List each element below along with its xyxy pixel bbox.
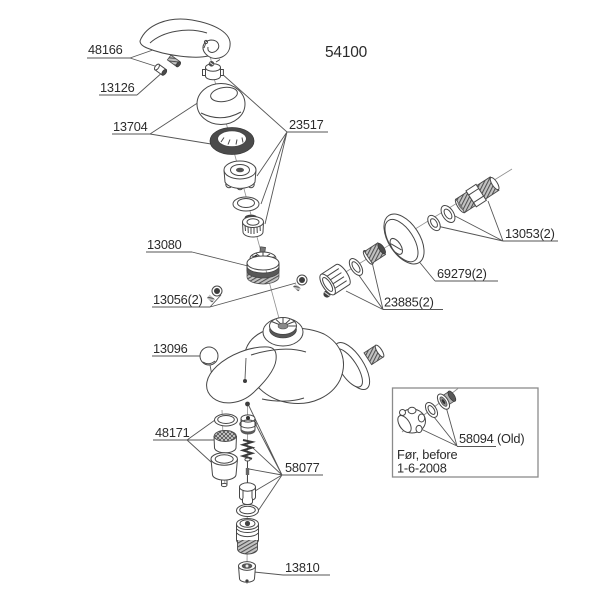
centerlines	[207, 45, 513, 585]
part-label-48166: 48166	[88, 42, 123, 57]
knurled-cap-drawing	[242, 214, 264, 238]
inset-part-label: 58094 (Old)	[459, 431, 524, 446]
connection-nut-drawing	[319, 263, 351, 296]
adjusting-nut-drawing	[223, 160, 257, 191]
part-label-13053: 13053(2)	[505, 226, 555, 241]
part-label-13126: 13126	[100, 80, 135, 95]
leader-lines	[87, 43, 558, 576]
part-label-13810: 13810	[285, 560, 320, 575]
union-washer-2-drawing	[440, 204, 456, 224]
aerator-assembly-drawing	[210, 413, 238, 488]
part-label-13704: 13704	[113, 119, 148, 134]
diverter-assembly-drawing	[236, 401, 259, 555]
old-washer-drawing	[424, 402, 439, 418]
connection-oring-drawing	[348, 258, 364, 276]
inset-note-line1: Før, before	[397, 447, 457, 462]
model-number-title: 54100	[325, 44, 368, 61]
inset-box: 58094 (Old) Før, before 1-6-2008	[391, 387, 539, 478]
fixing-screw-2-drawing	[292, 274, 308, 292]
old-nut-drawing	[397, 406, 426, 434]
part-label-23885: 23885(2)	[384, 295, 434, 310]
union-washer-1-drawing	[427, 214, 441, 232]
fixing-screw-1-drawing	[206, 285, 223, 303]
part-label-58077: 58077	[285, 460, 320, 475]
part-label-69279: 69279(2)	[437, 266, 487, 281]
part-labels: 54100 48166 13126 13704 23517 13080 1305…	[88, 42, 555, 575]
lever-handle-drawing	[139, 18, 231, 59]
bottom-plug-drawing	[238, 561, 256, 583]
part-label-48171: 48171	[155, 425, 190, 440]
cartridge-drawing	[246, 246, 280, 285]
part-label-23517: 23517	[289, 117, 324, 132]
part-label-13096: 13096	[153, 341, 188, 356]
s-union-drawing	[454, 176, 500, 214]
old-fitting-drawing	[436, 390, 457, 410]
tailpiece-drawing	[362, 242, 387, 265]
part-label-13056: 13056(2)	[153, 292, 203, 307]
retaining-ring-drawing	[209, 127, 255, 155]
inset-note-line2: 1-6-2008	[397, 461, 447, 476]
handle-screw-and-plug-drawing	[153, 54, 182, 76]
escutcheon-drawing	[383, 213, 425, 265]
dome-cap-drawing	[196, 83, 246, 125]
part-label-13080: 13080	[147, 237, 182, 252]
wall-connection-assembly-drawing	[319, 176, 500, 296]
ball-plug-drawing	[199, 346, 221, 377]
handle-clamp-drawing	[202, 59, 224, 81]
spacer-ring-drawing	[232, 196, 260, 212]
faucet-body-drawing	[206, 290, 385, 405]
